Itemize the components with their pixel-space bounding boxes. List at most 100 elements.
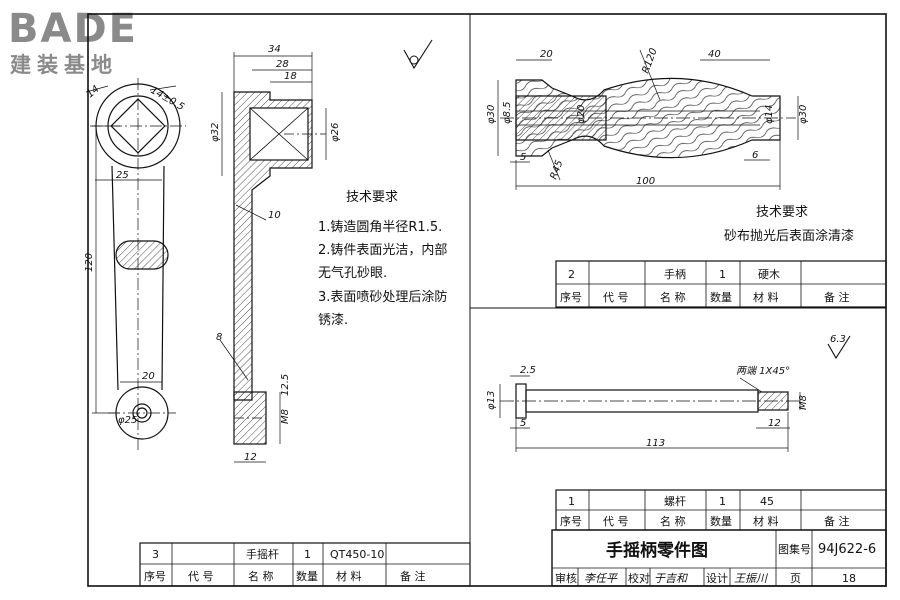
- bom-handle-h0: 序号: [560, 290, 582, 304]
- bom-bolt-h5: 备 注: [824, 514, 850, 528]
- dim-34: 34: [268, 44, 281, 55]
- dim-28: 28: [276, 59, 289, 70]
- bade-logo: BADE 建装基地: [8, 6, 138, 77]
- bom-handle-material: 硬木: [758, 268, 780, 281]
- dim-hd14: φ14: [764, 105, 775, 124]
- bom-handle-h1: 代 号: [603, 291, 629, 304]
- logo-brand: BADE: [8, 6, 138, 52]
- dim-d25: φ25: [118, 415, 137, 426]
- dim-m8: M8: [280, 409, 291, 424]
- dim-h100: 100: [636, 176, 655, 187]
- atlas-label: 图集号: [778, 542, 811, 556]
- bom-crank-no: 3: [152, 548, 159, 561]
- dim-20: 20: [142, 371, 155, 382]
- dim-bm8: M8: [798, 395, 809, 410]
- bom-handle-table: [555, 260, 887, 308]
- dim-10: 10: [268, 210, 281, 221]
- dim-12-5: 12.5: [280, 374, 291, 396]
- dim-chamfer: 两端 1X45°: [736, 365, 790, 377]
- roughness-symbol-left: [403, 39, 433, 70]
- check-signature: 于吉和: [654, 572, 688, 585]
- dim-8: 8: [216, 332, 222, 343]
- dim-b2-5: 2.5: [520, 365, 536, 376]
- page-number: 18: [842, 572, 856, 585]
- dim-hd30b: φ30: [798, 105, 809, 124]
- left-note-4: 3.表面喷砂处理后涂防: [318, 289, 447, 305]
- bom-crank-name: 手摇杆: [246, 547, 279, 561]
- bom-crank-h1: 代 号: [188, 570, 214, 583]
- dim-120: 120: [84, 253, 95, 272]
- bom-bolt-h0: 序号: [560, 514, 582, 528]
- bom-handle-h3: 数量: [710, 291, 732, 304]
- dim-h40: 40: [708, 49, 721, 60]
- design-label: 设计: [706, 572, 728, 585]
- bom-crank-material: QT450-10: [330, 548, 384, 561]
- bom-crank-table: [139, 542, 471, 587]
- dim-h5: 5: [520, 152, 526, 163]
- crank-side-section: [233, 91, 326, 445]
- bom-crank-h3: 数量: [296, 570, 318, 583]
- crank-front-dims: [85, 85, 177, 414]
- bom-handle-no: 2: [568, 268, 575, 281]
- bom-crank-h4: 材 料: [336, 569, 362, 583]
- atlas-number: 94J622-6: [818, 542, 876, 557]
- crank-side-dims: [219, 52, 327, 463]
- bom-handle-name: 手柄: [664, 267, 686, 281]
- bom-handle-h2: 名 称: [660, 290, 686, 304]
- title-block: [551, 529, 887, 587]
- left-note-1: 1.铸造圆角半径R1.5.: [318, 219, 442, 235]
- dim-d26: φ26: [330, 123, 341, 142]
- roughness-symbol-right: [827, 335, 851, 360]
- bom-bolt-material: 45: [760, 495, 774, 508]
- handle-drawing: [500, 77, 796, 159]
- crank-front-view: [90, 78, 186, 450]
- review-signature: 李任平: [584, 572, 618, 585]
- logo-subtitle: 建装基地: [10, 53, 118, 77]
- drawing-title: 手摇柄零件图: [606, 540, 708, 561]
- bom-bolt-h1: 代 号: [603, 515, 629, 528]
- dim-r120: R120: [640, 47, 659, 75]
- left-note-5: 锈漆.: [318, 312, 348, 328]
- dim-r45: R45: [548, 159, 565, 181]
- design-signature: 王振川: [734, 572, 768, 585]
- dim-b113: 113: [646, 438, 665, 449]
- bom-crank-h2: 名 称: [248, 569, 274, 583]
- bom-bolt-h2: 名 称: [660, 514, 686, 528]
- dim-25: 25: [116, 170, 129, 181]
- bom-bolt-h3: 数量: [710, 515, 732, 528]
- dim-b5: 5: [520, 418, 526, 429]
- dim-h6: 6: [752, 150, 758, 161]
- dim-14-tol: 14±0.5: [149, 85, 187, 113]
- left-note-3: 无气孔砂眼.: [318, 265, 387, 281]
- bom-bolt-no: 1: [568, 495, 575, 508]
- bom-handle-h5: 备 注: [824, 290, 850, 304]
- handle-notes-title: 技术要求: [756, 205, 808, 220]
- bolt-drawing: [500, 383, 800, 419]
- bom-crank-h0: 序号: [144, 569, 166, 583]
- page-label: 页: [790, 572, 801, 585]
- left-note-2: 2.铸件表面光洁，内部: [318, 242, 447, 258]
- bom-handle-h4: 材 料: [753, 290, 779, 304]
- left-notes-title: 技术要求: [346, 190, 398, 205]
- dim-hd30a: φ30: [486, 105, 497, 124]
- dim-12: 12: [244, 452, 257, 463]
- dim-bd13: φ13: [486, 391, 497, 410]
- dim-hd8-5: φ8.5: [502, 102, 513, 125]
- roughness-circle: [409, 55, 419, 65]
- bom-crank-h5: 备 注: [400, 569, 426, 583]
- handle-dims: [497, 49, 799, 190]
- handle-note: 砂布抛光后表面涂清漆: [724, 228, 854, 244]
- bom-bolt-qty: 1: [719, 495, 726, 508]
- bom-bolt-h4: 材 料: [753, 514, 779, 528]
- dim-hd20: φ20: [576, 105, 587, 124]
- dim-b12: 12: [768, 418, 781, 429]
- dim-d32: φ32: [210, 123, 221, 142]
- bolt-dims: [499, 375, 801, 452]
- bom-bolt-name: 螺杆: [664, 494, 686, 508]
- dim-18: 18: [284, 71, 297, 82]
- check-label: 校对: [628, 571, 650, 585]
- roughness-value: 6.3: [830, 334, 846, 345]
- bom-crank-qty: 1: [304, 548, 311, 561]
- review-label: 审核: [555, 571, 577, 585]
